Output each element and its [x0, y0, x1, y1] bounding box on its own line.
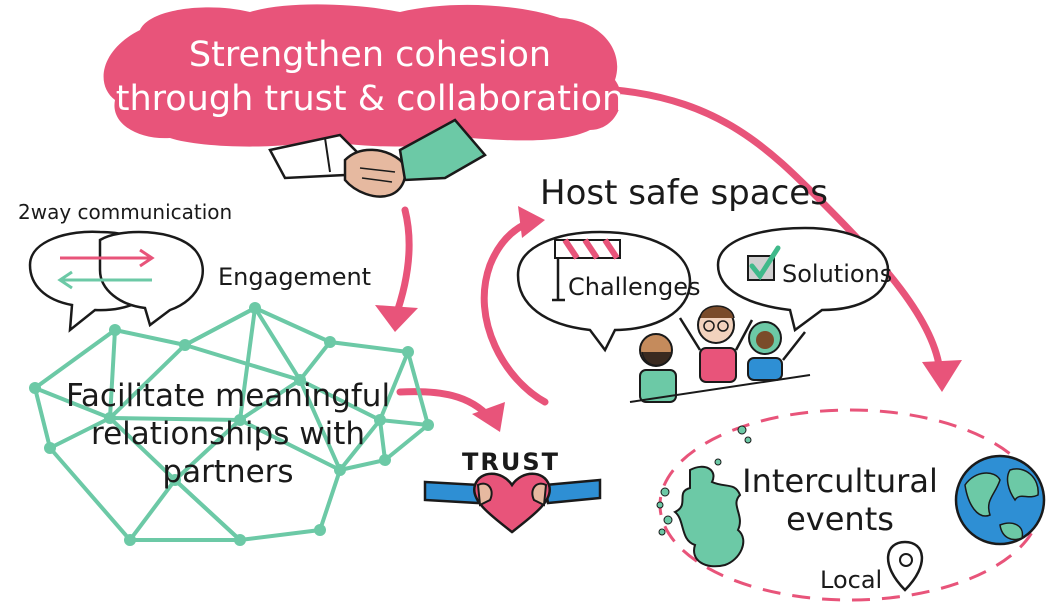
heart-hands-icon — [423, 472, 602, 534]
trust-label: TRUST — [462, 448, 560, 476]
title-line-2: through trust & collaboration — [115, 79, 625, 119]
intercultural-caption: Intercultural events — [730, 462, 950, 539]
location-pin-icon — [886, 540, 924, 592]
arrow-trust-to-spaces — [480, 218, 549, 406]
network-line-1: Facilitate meaningful — [65, 378, 391, 414]
network-nodes — [29, 302, 434, 546]
people-icon — [629, 305, 811, 403]
arrow-title-to-network — [391, 206, 413, 322]
title-cloud — [103, 4, 621, 147]
intercultural-line-1: Intercultural — [742, 462, 938, 500]
network-caption: Facilitate meaningful relationships with… — [38, 378, 418, 491]
communication-label: 2way communication — [18, 200, 233, 224]
barrier-icon — [552, 238, 621, 302]
intercultural-line-2: events — [786, 500, 894, 539]
local-label: Local — [820, 566, 883, 594]
speech-bubbles-icon — [28, 230, 205, 333]
title-line-1: Strengthen cohesion — [188, 35, 552, 75]
scotland-map-icon — [656, 425, 752, 568]
engagement-label: Engagement — [218, 263, 372, 291]
handshake-icon — [268, 118, 487, 198]
arrow-title-to-events — [611, 86, 944, 376]
challenges-bubble — [516, 230, 692, 353]
safe-spaces-heading: Host safe spaces — [540, 173, 828, 213]
globe-icon — [954, 454, 1046, 546]
checkbox-icon — [747, 245, 781, 281]
solutions-label: Solutions — [782, 260, 893, 288]
challenges-label: Challenges — [568, 273, 701, 301]
network-line-2: relationships with — [91, 415, 365, 452]
network-line-3: partners — [162, 453, 294, 490]
solutions-bubble — [716, 226, 890, 333]
